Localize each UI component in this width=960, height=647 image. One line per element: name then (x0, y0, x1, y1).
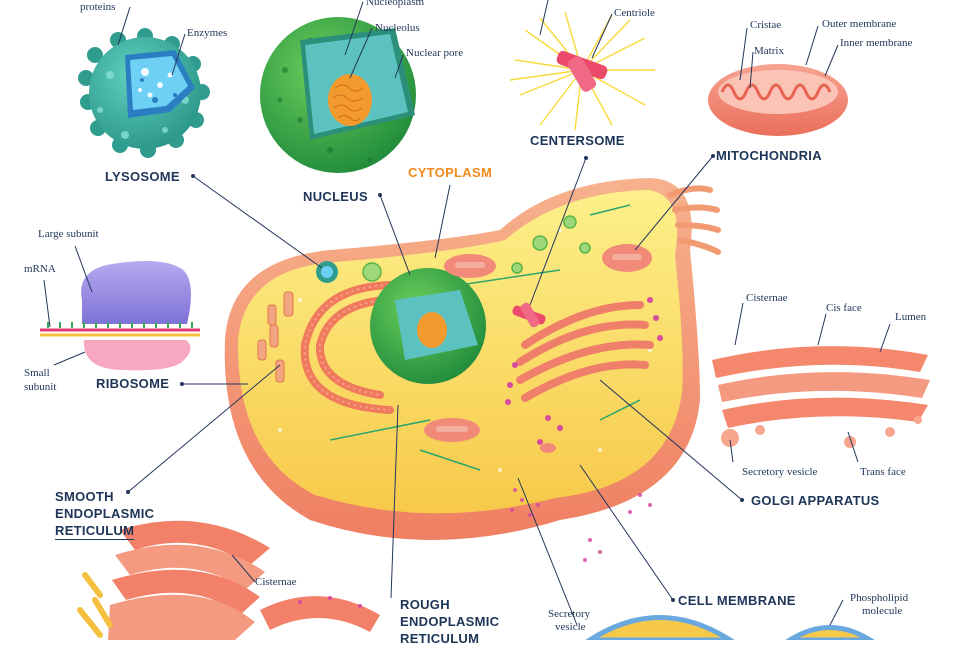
cell-membrane-illustration (581, 615, 879, 643)
title-rough-er-line1: ROUGH (400, 597, 450, 612)
nucleus-illustration (260, 17, 416, 173)
title-rough-er-line2: ENDOPLASMIC (400, 614, 500, 629)
label-small-1: Small (24, 367, 50, 379)
label-lysosome-proteins: proteins (80, 1, 116, 13)
label-mrna: mRNA (24, 263, 56, 275)
title-centersome: CENTERSOME (530, 133, 625, 148)
label-small-2: subunit (24, 381, 57, 393)
leader-lines (43, 0, 891, 626)
label-golgi-secretory-vesicle: Secretory vesicle (742, 466, 818, 478)
lysosome-illustration (78, 28, 210, 158)
label-outer-membrane: Outer membrane (822, 18, 897, 30)
title-mitochondria: MITOCHONDRIA (716, 148, 822, 163)
golgi-illustration (712, 346, 930, 448)
label-cristae: Cristae (750, 19, 782, 31)
label-trans-face: Trans face (860, 466, 906, 478)
rough-er-illustration (260, 596, 380, 632)
title-rough-er-line3: RETICULUM (400, 631, 480, 646)
title-smooth-er-line2: ENDOPLASMIC (55, 506, 155, 521)
label-centriole: Centriole (614, 7, 655, 19)
label-large-subunit: Large subunit (38, 228, 99, 240)
title-smooth-er-line3: RETICULUM (55, 523, 135, 540)
label-matrix: Matrix (754, 45, 784, 57)
title-cytoplasm: CYTOPLASM (408, 165, 493, 180)
mitochondria-illustration (708, 64, 848, 136)
label-inner-membrane: Inner membrane (840, 37, 913, 49)
title-ribosome: RIBOSOME (96, 376, 170, 391)
label-membrane-secretory-2: vesicle (555, 621, 586, 633)
title-nucleus: NUCLEUS (303, 189, 368, 204)
ribosome-illustration (40, 260, 200, 371)
label-golgi-cisternae: Cisternae (746, 292, 788, 304)
title-lysosome: LYSOSOME (105, 169, 180, 184)
title-golgi-apparatus: GOLGI APPARATUS (751, 493, 880, 508)
label-ser-cisternae: Cisternae (255, 576, 297, 588)
main-cell-illustration (224, 178, 721, 562)
title-cell-membrane: CELL MEMBRANE (678, 593, 796, 608)
label-phospholipid-1: Phospholipid (850, 592, 909, 604)
label-membrane-secretory-1: Secretory (548, 608, 591, 620)
label-lysosome-enzymes: Enzymes (187, 27, 228, 39)
label-nucleolus: Nucleolus (375, 22, 420, 34)
label-nucleoplasm: Nucleoplasm (366, 0, 425, 8)
label-cis-face: Cis face (826, 302, 862, 314)
label-nuclear-pore: Nuclear pore (406, 47, 464, 59)
centrosome-illustration (509, 11, 655, 131)
smooth-er-illustration (77, 520, 270, 640)
title-smooth-er-line1: SMOOTH (55, 489, 114, 504)
label-phospholipid-2: molecule (862, 605, 903, 617)
label-lumen: Lumen (895, 311, 927, 323)
